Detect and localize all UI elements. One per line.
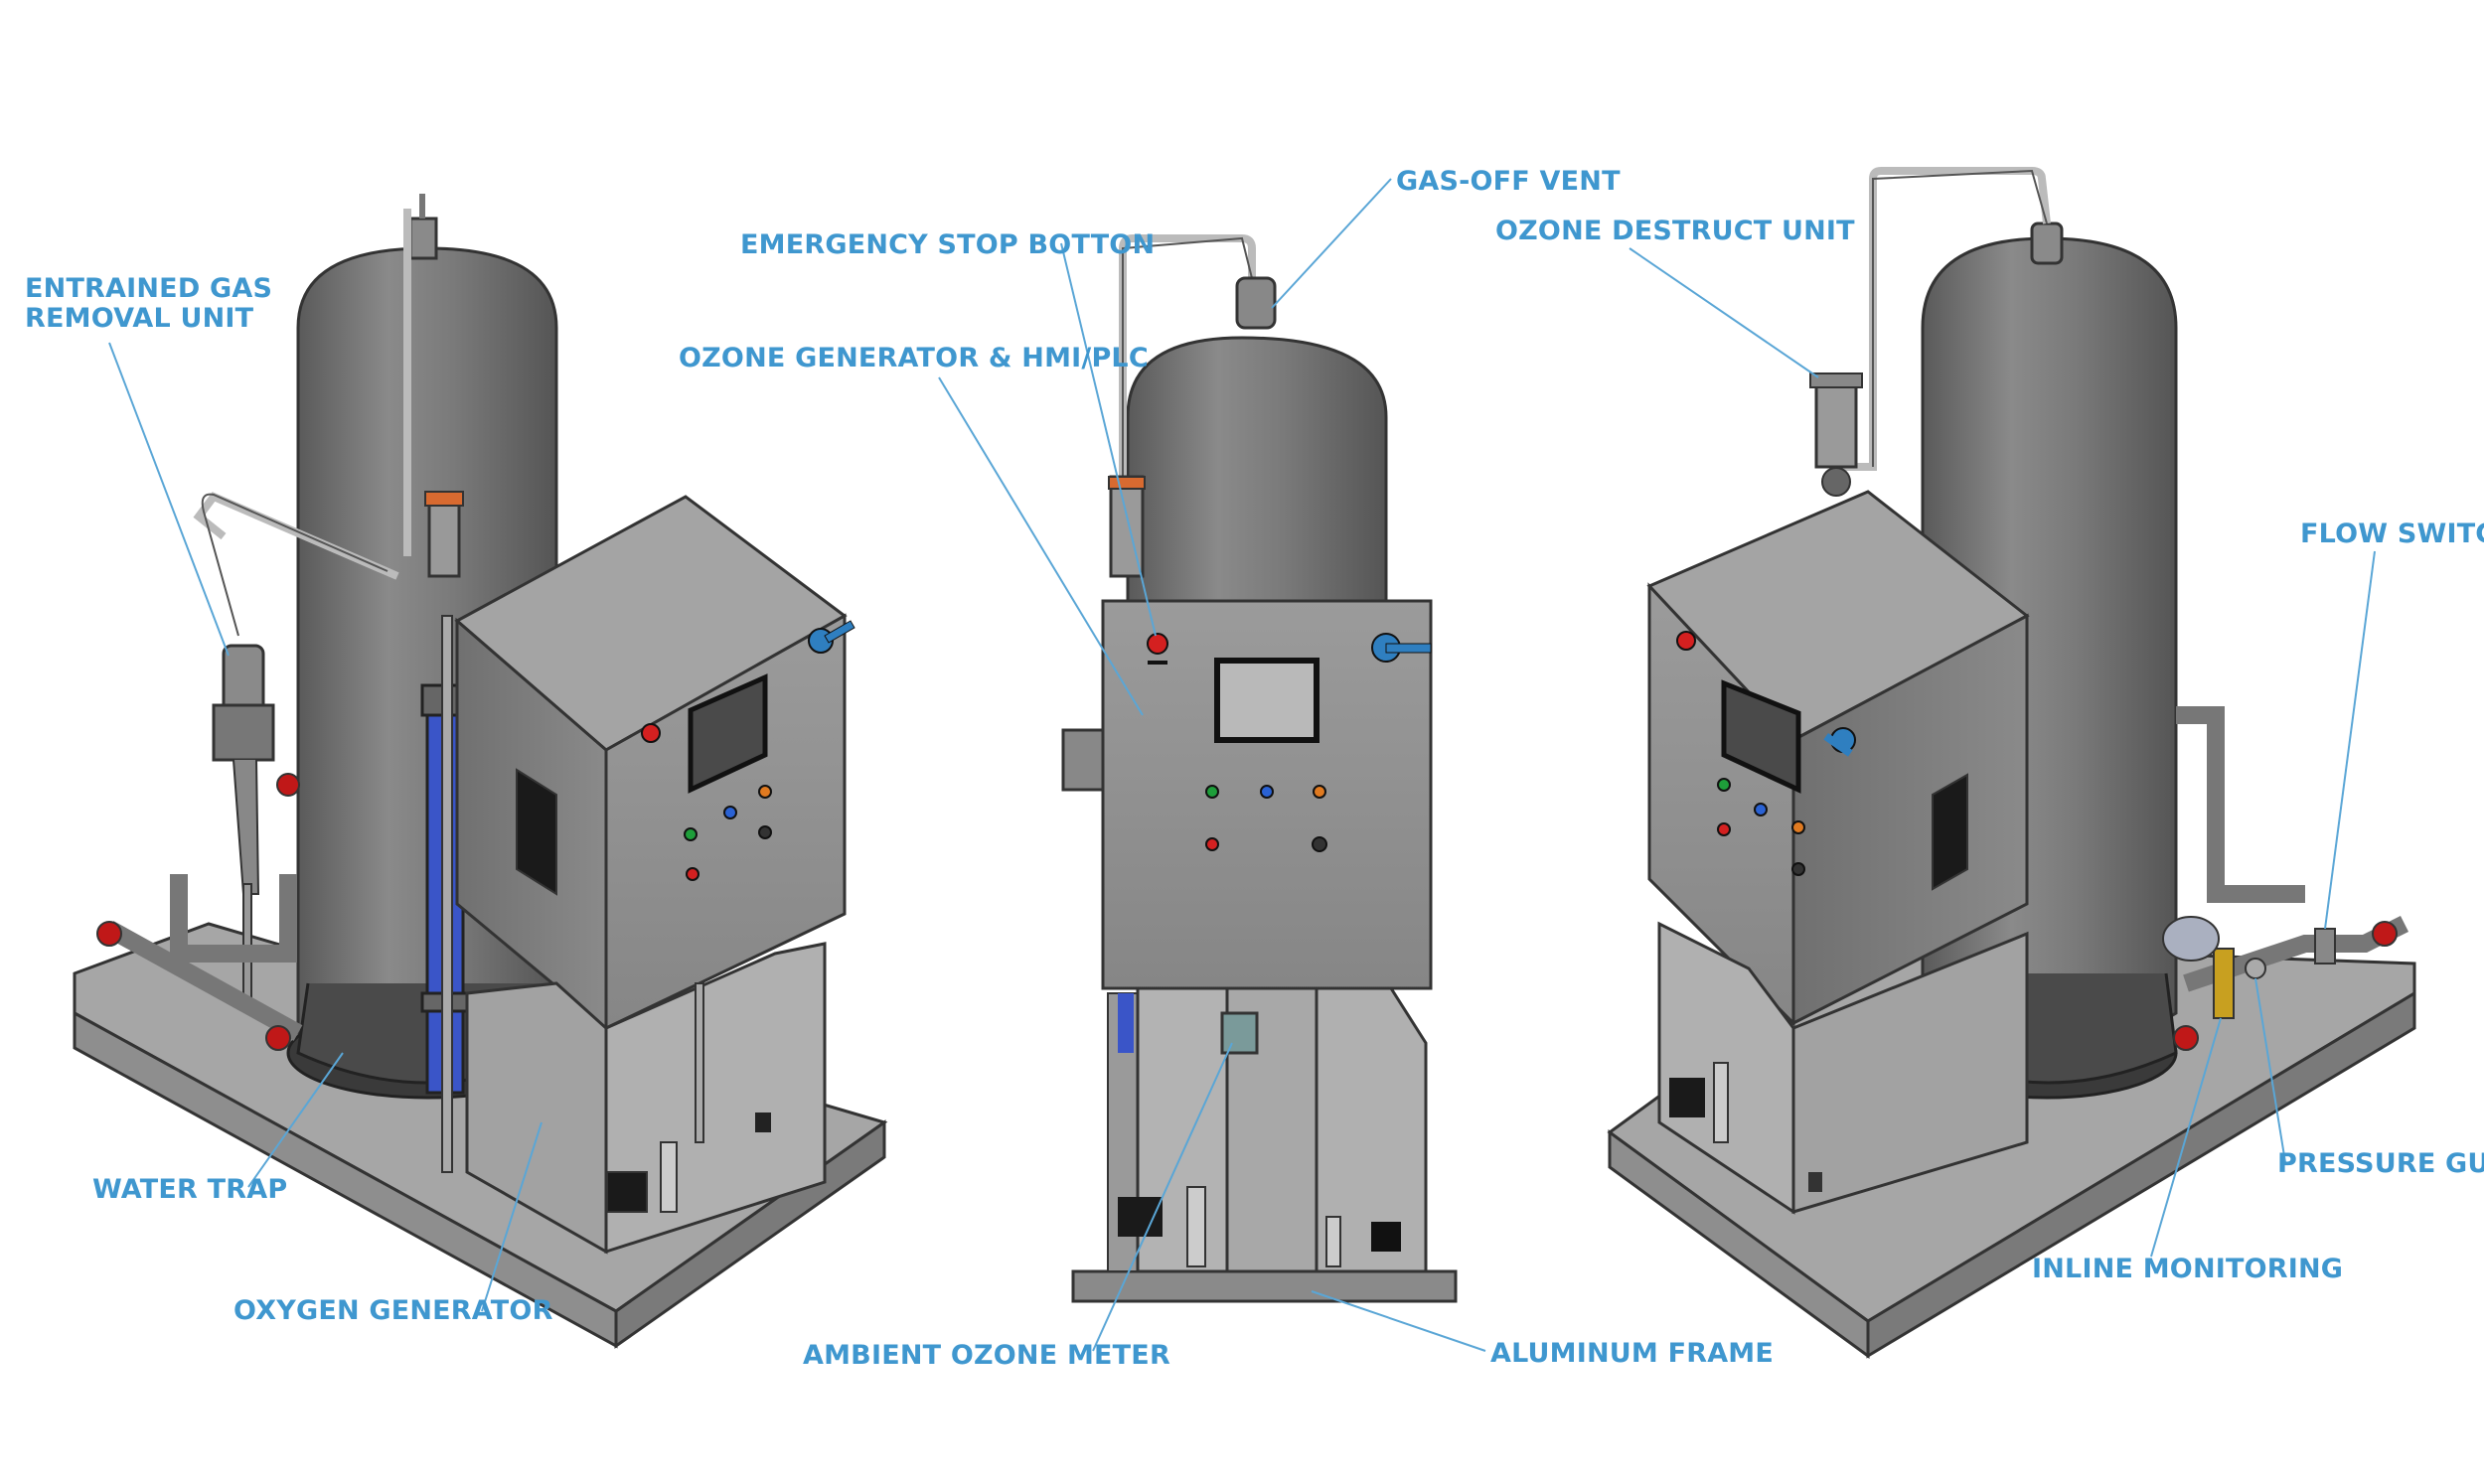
right-inline-monitoring [2162, 916, 2235, 1019]
label-ozone-destruct-unit: OZONE DESTRUCT UNIT [1495, 216, 1855, 246]
leader-oxygen-generator [481, 1121, 543, 1312]
label-flow-switch: FLOW SWITCH [2300, 519, 2484, 549]
left-gas-pipe [193, 209, 411, 580]
label-ozone-generator-hmi: OZONE GENERATOR & HMI/PLC [679, 343, 1149, 373]
right-vent-grille [1932, 773, 1968, 891]
right-ozone-destruct-unit [1809, 372, 1863, 497]
label-entrained-gas-line2: REMOVAL UNIT [25, 303, 254, 334]
right-gas-pipe [1843, 167, 2051, 471]
right-flow-switch [2314, 928, 2336, 965]
left-hmi-screen [688, 673, 768, 794]
left-valve-handle-2 [265, 1025, 291, 1051]
center-tank [1126, 336, 1388, 648]
label-pressure-guage: PRESSURE GUAGE [2277, 1148, 2484, 1179]
right-unit-view [1607, 167, 2416, 1359]
leader-entrained-gas [108, 342, 230, 657]
label-entrained-gas-line1: ENTRAINED GAS [25, 273, 273, 304]
center-oxygen-generator [1107, 986, 1428, 1273]
leader-ambient-ozone-meter [1092, 1042, 1233, 1352]
label-oxygen-generator: OXYGEN GENERATOR [233, 1295, 553, 1326]
right-oxygen-generator [1657, 921, 2029, 1215]
left-oxygen-generator [465, 942, 827, 1255]
center-hmi-screen [1214, 658, 1320, 743]
label-entrained-gas-removal-unit: ENTRAINED GAS REMOVAL UNIT [25, 273, 273, 334]
right-pressure-gauge [2245, 958, 2266, 979]
center-unit-view [1061, 234, 1458, 1303]
label-water-trap: WATER TRAP [92, 1174, 288, 1205]
leader-ozone-generator-hmi [938, 376, 1144, 716]
center-gas-off-vent [1235, 276, 1277, 330]
label-inline-monitoring: INLINE MONITORING [2032, 1254, 2344, 1284]
left-vent-grille [516, 768, 557, 896]
leader-ozone-destruct [1629, 247, 1819, 378]
left-unit-view [73, 194, 888, 1349]
center-estop-button [1147, 633, 1168, 655]
label-gas-off-vent: GAS-OFF VENT [1396, 166, 1621, 197]
label-aluminum-frame: ALUMINUM FRAME [1490, 1338, 1775, 1369]
left-water-piping [104, 874, 303, 1041]
leader-emergency-stop [1060, 242, 1157, 637]
leader-water-trap [247, 1052, 344, 1188]
leader-gas-off-vent [1271, 178, 1392, 309]
left-estop-button [641, 723, 661, 743]
right-hmi-screen [1721, 679, 1801, 794]
leader-pressure-guage [2254, 977, 2286, 1163]
center-gas-pipe [1119, 234, 1256, 487]
center-control-box [1101, 599, 1433, 990]
left-control-box [454, 495, 855, 1032]
leader-flow-switch [2324, 550, 2376, 930]
left-valve-handle [96, 921, 122, 947]
leader-inline-monitoring [2150, 1017, 2222, 1258]
leader-aluminum-frame [1311, 1290, 1486, 1352]
label-ambient-ozone-meter: AMBIENT OZONE METER [803, 1340, 1170, 1371]
right-control-box [1646, 490, 2030, 1027]
center-aluminum-frame [1071, 1269, 1458, 1303]
entrained-gas-removal-unit [212, 644, 275, 1004]
label-emergency-stop: EMERGENCY STOP BOTTON [740, 229, 1156, 260]
leader-lines [108, 178, 2376, 1352]
center-ambient-ozone-meter [1220, 1011, 1259, 1055]
